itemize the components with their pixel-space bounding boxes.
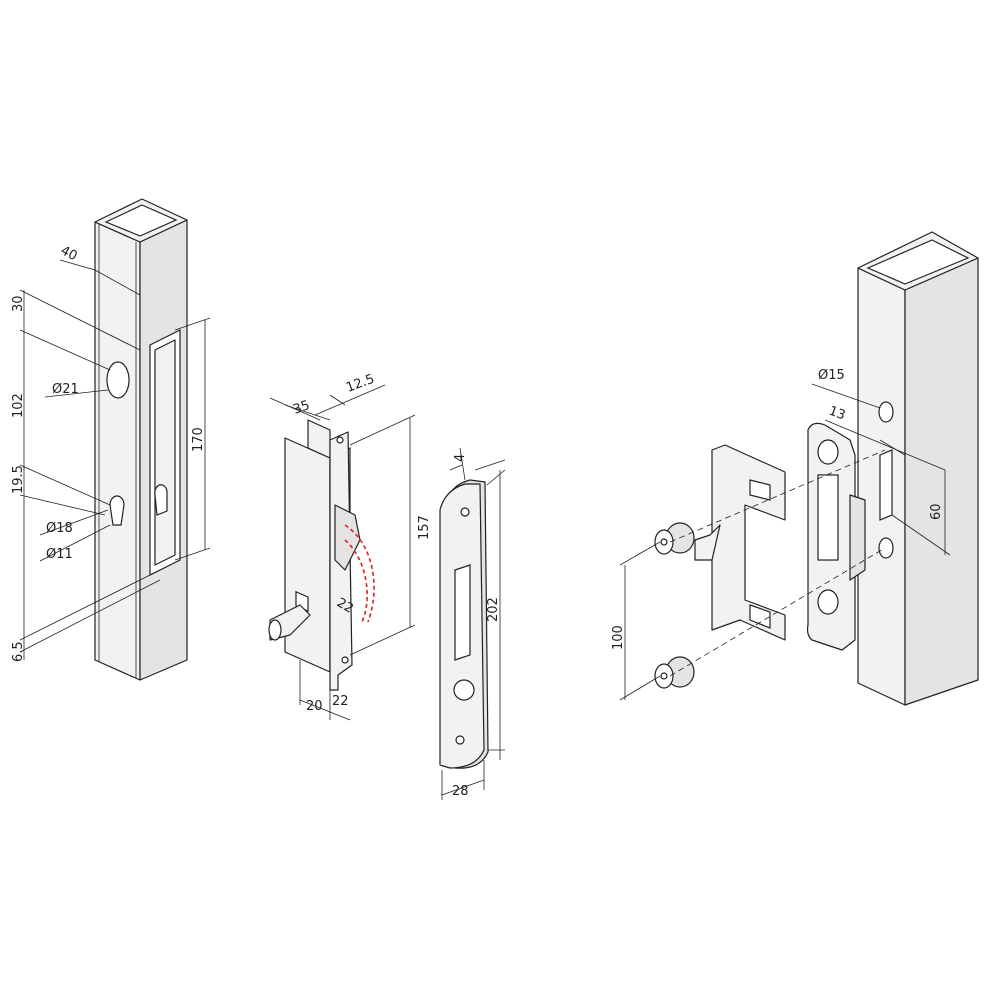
dim-170: 170: [191, 427, 206, 452]
dim-hole-15: Ø15: [818, 368, 845, 383]
left-post-dimensions: [19, 259, 211, 660]
dim-35: 35: [291, 398, 312, 418]
left-post-labels: 40 30 102 Ø21 19.5 Ø18 Ø11 170 6.5: [11, 243, 206, 662]
dim-20: 20: [306, 699, 323, 714]
dim-100: 100: [611, 625, 626, 650]
dim-202: 202: [486, 597, 501, 622]
left-post: [94, 198, 188, 681]
dim-hole-21: Ø21: [52, 382, 79, 397]
dim-hole-11: Ø11: [46, 547, 73, 562]
dim-latch-22: 22: [334, 595, 356, 616]
strike-dimensions: [441, 447, 506, 800]
dim-19-5: 19.5: [11, 465, 26, 494]
lock-body: [268, 419, 375, 691]
dim-28: 28: [452, 784, 469, 799]
dim-157: 157: [417, 515, 432, 540]
bolts: [654, 449, 886, 689]
dim-13: 13: [827, 404, 848, 424]
lock-dimensions: [269, 384, 416, 721]
strike-plate: [439, 479, 489, 769]
dim-12-5: 12.5: [344, 372, 376, 396]
dim-6-5: 6.5: [11, 641, 26, 662]
dim-60: 60: [929, 503, 944, 520]
right-labels: Ø15 13 60 100: [611, 368, 944, 650]
dim-102: 102: [11, 393, 26, 418]
strike-labels: 4 202 28: [452, 454, 501, 799]
dim-40: 40: [58, 243, 80, 264]
right-post: [857, 231, 979, 706]
dim-cyl-22: 22: [332, 694, 349, 709]
cylinder-hole: [109, 495, 125, 526]
right-dimensions: [619, 383, 951, 701]
dim-4: 4: [453, 454, 468, 462]
dim-30: 30: [11, 295, 26, 312]
dim-hole-18: Ø18: [46, 521, 73, 536]
logo-g: [453, 679, 475, 701]
bracket: [694, 422, 866, 651]
hole-21: [106, 361, 130, 399]
